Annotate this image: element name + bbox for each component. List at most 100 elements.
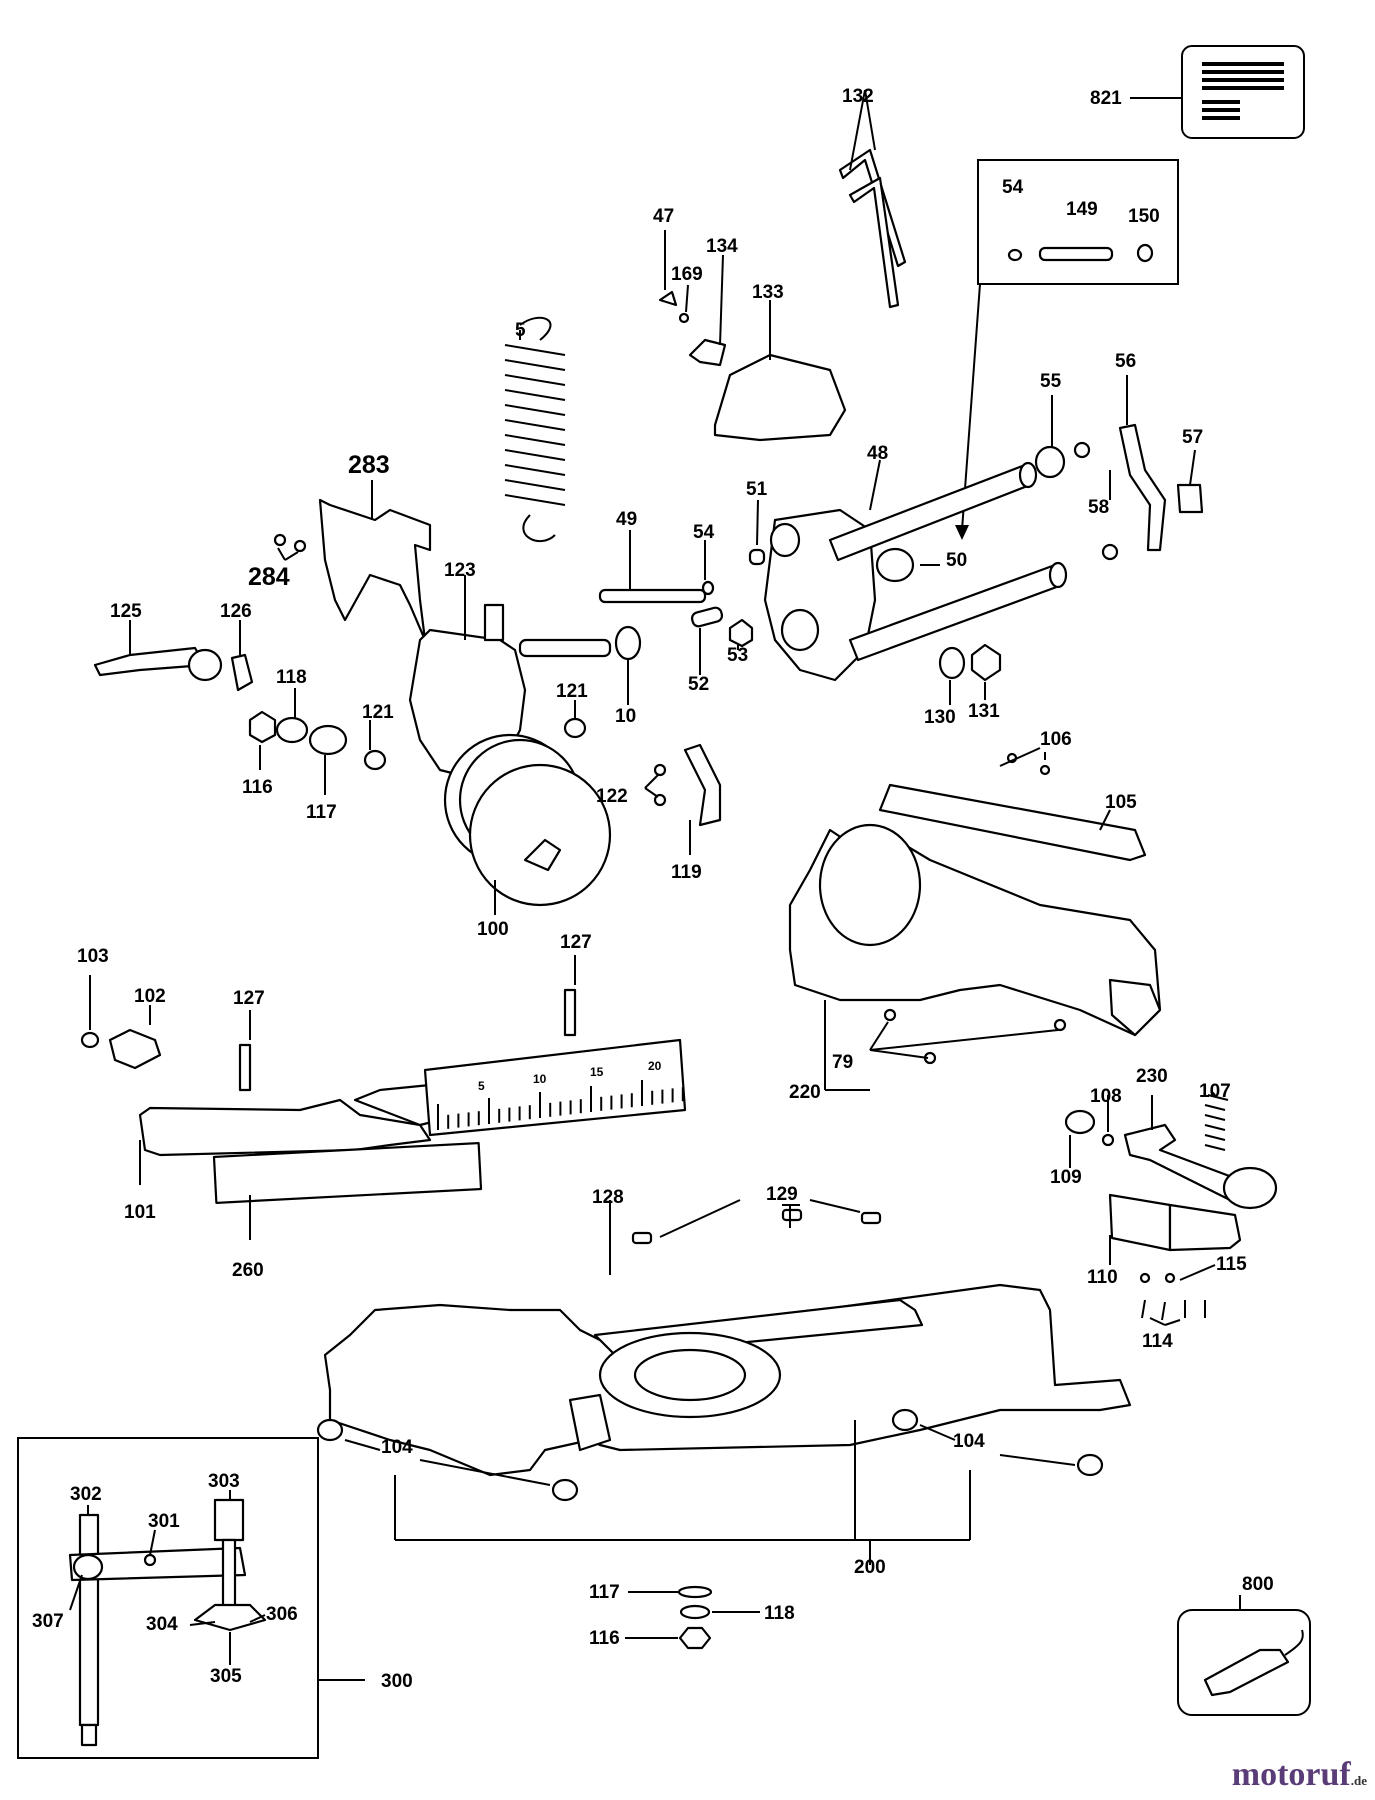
- switch-handle-part: [658, 230, 847, 442]
- part-label: 108: [1090, 1086, 1122, 1107]
- part-label: 102: [134, 986, 166, 1007]
- part-label: 54: [1002, 177, 1024, 198]
- part-label: 101: [124, 1202, 156, 1223]
- part-label: 284: [248, 563, 290, 591]
- part-label: 800: [1242, 1574, 1274, 1595]
- part-label: 200: [854, 1557, 886, 1578]
- part-label: 79: [832, 1052, 853, 1073]
- part-label: 106: [1040, 729, 1072, 750]
- part-label: 127: [560, 932, 592, 953]
- part-label: 130: [924, 707, 956, 728]
- washer-nut-set: [248, 688, 587, 795]
- part-label: 50: [946, 550, 967, 571]
- part-label: 100: [477, 919, 509, 940]
- spring-part: [504, 316, 566, 543]
- part-label: 303: [208, 1471, 240, 1492]
- part-label: 51: [746, 479, 768, 500]
- part-label: 260: [232, 1260, 264, 1281]
- base-part: [316, 1199, 1132, 1565]
- fence-scale-ticks: [437, 1080, 684, 1130]
- part-label: 110: [1087, 1267, 1118, 1288]
- part-label: 103: [77, 946, 109, 967]
- part-label: 307: [32, 1611, 64, 1632]
- part-label: 105: [1105, 792, 1137, 813]
- part-label: 109: [1050, 1167, 1082, 1188]
- part-label: 149: [1066, 199, 1098, 220]
- part-label: 305: [210, 1666, 242, 1687]
- part-label: 49: [616, 509, 637, 530]
- bracket-part: [644, 743, 722, 855]
- part-label: 128: [592, 1187, 624, 1208]
- allen-key-part: [838, 89, 907, 309]
- part-label: 121: [362, 702, 394, 723]
- part-label: 134: [706, 236, 738, 257]
- part-label: 118: [764, 1603, 795, 1624]
- part-label: 133: [752, 282, 784, 303]
- scale-number: 10: [533, 1072, 547, 1086]
- part-label: 116: [242, 777, 273, 798]
- watermark-logo: motoruf.de: [1232, 1756, 1367, 1794]
- part-label: 107: [1199, 1081, 1231, 1102]
- part-label: 306: [266, 1604, 298, 1625]
- part-label: 132: [842, 86, 874, 107]
- part-label: 47: [653, 206, 674, 227]
- part-label: 53: [727, 645, 748, 666]
- accessory-kit-box: [1177, 1595, 1311, 1716]
- part-label: 117: [306, 802, 337, 823]
- part-label: 55: [1040, 371, 1062, 392]
- part-label: 117: [589, 1582, 620, 1603]
- upper-guard-part: [788, 747, 1162, 1091]
- bottom-washer-nut-set: [625, 1585, 760, 1650]
- fence-scale-numbers: 5 10 15 20: [478, 1059, 662, 1093]
- part-label: 114: [1142, 1331, 1173, 1352]
- arm-lock-part: [1034, 375, 1204, 561]
- part-label: 122: [596, 786, 628, 807]
- part-label: 118: [276, 667, 307, 688]
- part-label: 220: [789, 1082, 821, 1103]
- arm-assembly-part: [408, 575, 612, 915]
- part-label: 52: [688, 674, 709, 695]
- part-label: 129: [766, 1184, 798, 1205]
- part-label: 131: [968, 701, 1000, 722]
- rail-assembly-part: [748, 459, 1068, 682]
- part-label: 104: [381, 1437, 413, 1458]
- part-label: 58: [1088, 497, 1109, 518]
- part-label: 283: [348, 451, 390, 479]
- part-label: 54: [693, 522, 715, 543]
- part-label: 300: [381, 1671, 413, 1692]
- part-label: 48: [867, 443, 888, 464]
- part-label: 56: [1115, 351, 1136, 372]
- part-label: 115: [1216, 1254, 1247, 1275]
- part-label: 304: [146, 1614, 178, 1635]
- part-label: 302: [70, 1484, 102, 1505]
- guard-plate-part: [273, 480, 432, 642]
- part-label: 150: [1128, 206, 1160, 227]
- scale-number: 15: [590, 1065, 604, 1079]
- pin-kit-box: [955, 159, 1179, 540]
- scale-number: 5: [478, 1079, 485, 1093]
- part-label: 5: [515, 320, 526, 341]
- bevel-lock-part: [1064, 1091, 1278, 1326]
- part-label: 127: [233, 988, 265, 1009]
- part-label: 57: [1182, 427, 1203, 448]
- part-label: 116: [589, 1628, 620, 1649]
- part-label: 169: [671, 264, 703, 285]
- part-label: 821: [1090, 88, 1122, 109]
- watermark-brand: motoruf: [1231, 1756, 1351, 1793]
- part-label: 119: [671, 862, 702, 883]
- part-label: 123: [444, 560, 476, 581]
- watermark-suffix: .de: [1350, 1773, 1367, 1788]
- part-label: 10: [615, 706, 636, 727]
- part-label: 125: [110, 601, 142, 622]
- scale-number: 20: [648, 1059, 662, 1073]
- label-plate-part: [1130, 45, 1305, 139]
- washer-nut-pair: [938, 643, 1002, 705]
- part-label: 230: [1136, 1066, 1168, 1087]
- handle-knob-part: [93, 620, 254, 692]
- part-labels: 821 132 54 149 150 47 169 134 133 5 55 5…: [32, 86, 1274, 1692]
- clamp-kit-box: [17, 1437, 365, 1759]
- part-label: 121: [556, 681, 588, 702]
- part-label: 301: [148, 1511, 180, 1532]
- pin-set: [598, 530, 754, 705]
